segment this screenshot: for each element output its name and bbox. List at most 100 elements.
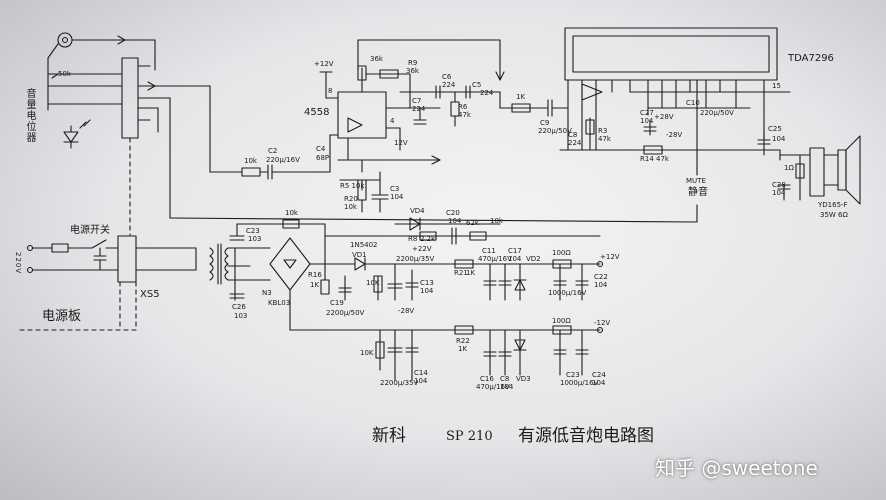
label-c20-val: 104 bbox=[448, 217, 462, 225]
label-c22: C22 bbox=[594, 273, 608, 281]
label-c27-val: 104 bbox=[640, 117, 654, 125]
watermark: 知乎 @sweetone bbox=[655, 456, 818, 480]
label-c-1000-16: 1000μ/16V bbox=[548, 289, 587, 297]
label-vd4: VD4 bbox=[410, 207, 425, 215]
label-c10: C10 bbox=[686, 99, 700, 107]
label-r-100r-b: 100Ω bbox=[552, 317, 571, 325]
label-power-board: 电源板 bbox=[42, 309, 82, 324]
label-v-plus22: +22V bbox=[412, 245, 432, 253]
label-c26-val: 103 bbox=[234, 312, 248, 320]
power-led bbox=[63, 119, 91, 149]
label-r22: R22 bbox=[456, 337, 470, 345]
label-c2-val: 220μ/16V bbox=[266, 156, 300, 164]
label-tda: TDA7296 bbox=[788, 53, 834, 64]
label-c17: C17 bbox=[508, 247, 522, 255]
label-volume-note: 音量电位器 bbox=[24, 88, 35, 143]
label-r-10k-a: 10K bbox=[366, 279, 380, 287]
label-c8b: C8 bbox=[500, 375, 510, 383]
label-c17-val: 104 bbox=[508, 255, 522, 263]
label-c5-val: 224 bbox=[480, 89, 494, 97]
label-bridge: N3 bbox=[262, 289, 272, 297]
label-vd3: VD3 bbox=[516, 375, 531, 383]
label-c4-val: 68P bbox=[316, 154, 330, 162]
label-mute-cn: 静音 bbox=[688, 187, 708, 198]
label-r8: R8 bbox=[408, 235, 418, 243]
label-c11-val: 470μ/16V bbox=[478, 255, 512, 263]
label-out-plus12: +12V bbox=[600, 253, 620, 261]
label-c23b: C23 bbox=[566, 371, 580, 379]
label-r6: R6 bbox=[458, 103, 468, 111]
label-out-minus12: -12V bbox=[594, 319, 611, 327]
label-c3-val: 104 bbox=[390, 193, 404, 201]
label-c25: C25 bbox=[768, 125, 782, 133]
label-c23b-val: 1000μ/16V bbox=[560, 379, 599, 387]
label-c11: C11 bbox=[482, 247, 496, 255]
label-c27: C27 bbox=[640, 109, 654, 117]
label-v-minus28: -28V bbox=[666, 131, 683, 139]
label-r5: R5 10k bbox=[340, 182, 365, 190]
label-c19-val: 2200μ/50V bbox=[326, 309, 365, 317]
label-c25-val: 104 bbox=[772, 135, 786, 143]
label-r16: R16 bbox=[308, 271, 322, 279]
label-r9-val: 36k bbox=[406, 67, 419, 75]
label-c5: C5 bbox=[472, 81, 482, 89]
label-c3: C3 bbox=[390, 185, 400, 193]
label-power-switch: 电源开关 bbox=[70, 225, 110, 236]
label-c13-val: 104 bbox=[420, 287, 434, 295]
label-r-36k: 36k bbox=[370, 55, 383, 63]
label-r-1k: 1K bbox=[516, 93, 526, 101]
label-c2: C2 bbox=[268, 147, 278, 155]
label-c6-val: 224 bbox=[442, 81, 456, 89]
label-r3-val: 47k bbox=[598, 135, 611, 143]
filter-network bbox=[357, 39, 569, 127]
label-c10-val: 220μ/50V bbox=[700, 109, 734, 117]
label-r20: R20 bbox=[344, 195, 358, 203]
label-c20: C20 bbox=[446, 209, 460, 217]
label-r-1r: 1Ω bbox=[784, 164, 794, 172]
volume-connector bbox=[47, 57, 211, 219]
title-model: SP 210 bbox=[446, 429, 493, 444]
label-c7: C7 bbox=[412, 97, 422, 105]
label-r21: R21 bbox=[454, 269, 468, 277]
label-r16-val: 1K bbox=[310, 281, 320, 289]
label-c28: C28 bbox=[772, 181, 786, 189]
power-input bbox=[26, 235, 197, 283]
label-c-2200-35b: 2200μ/35V bbox=[380, 379, 419, 387]
label-c24: C24 bbox=[592, 371, 606, 379]
label-r20-val: 10k bbox=[344, 203, 357, 211]
label-r22-val: 1K bbox=[458, 345, 468, 353]
label-pin4: 4 bbox=[390, 117, 395, 125]
label-r14: R14 47k bbox=[640, 155, 669, 163]
label-c22-val: 104 bbox=[594, 281, 608, 289]
label-c24-val: 104 bbox=[592, 379, 606, 387]
label-c14: C14 bbox=[414, 369, 428, 377]
label-c9-val: 220μ/50V bbox=[538, 127, 572, 135]
label-c4: C4 bbox=[316, 145, 326, 153]
label-r-10k-b: 10K bbox=[360, 349, 374, 357]
label-c9: C9 bbox=[540, 119, 550, 127]
label-vd1-val: 1N5402 bbox=[350, 241, 378, 249]
label-c8-val: 224 bbox=[568, 139, 582, 147]
speaker-output bbox=[777, 135, 861, 205]
mute-line bbox=[169, 79, 698, 223]
label-v-minus28b: -28V bbox=[398, 307, 415, 315]
power-board-boundary bbox=[19, 137, 137, 331]
label-c-2200-35: 2200μ/35V bbox=[396, 255, 435, 263]
title-desc: 有源低音炮电路图 bbox=[518, 426, 654, 446]
label-ic-4558: 4558 bbox=[304, 107, 330, 118]
label-c7-val: 224 bbox=[412, 105, 426, 113]
label-pin15: 15 bbox=[772, 82, 781, 90]
label-r-62k: 62k bbox=[466, 219, 479, 227]
label-xs5: XS5 bbox=[140, 289, 160, 300]
label-c8: C8 bbox=[568, 131, 578, 139]
label-vd1: VD1 bbox=[352, 251, 367, 259]
label-r8-val: 2.2k bbox=[420, 235, 436, 243]
positive-rail bbox=[324, 217, 604, 301]
rca-input-jack bbox=[47, 32, 156, 71]
label-r21-val: 1K bbox=[466, 269, 476, 277]
label-c23-val: 103 bbox=[248, 235, 262, 243]
opamp-4558 bbox=[319, 71, 441, 213]
label-c19: C19 bbox=[330, 299, 344, 307]
label-mute: MUTE bbox=[686, 177, 706, 185]
